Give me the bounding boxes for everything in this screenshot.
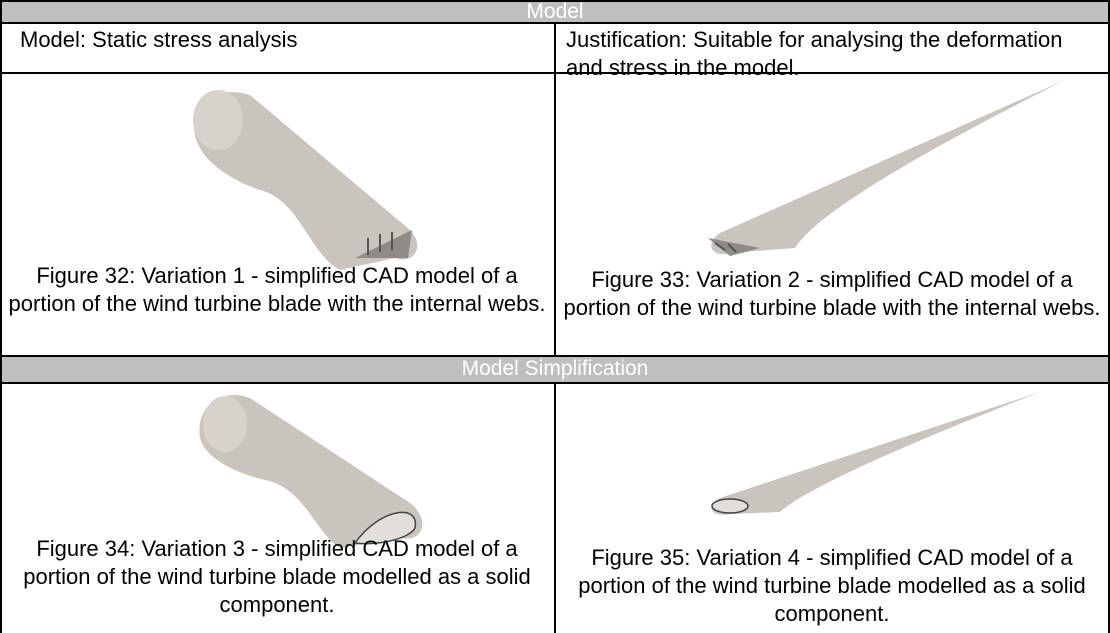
section-header-model: Model xyxy=(0,0,1110,23)
figure-35-caption: Figure 35: Variation 4 - simplified CAD … xyxy=(578,545,1086,626)
blade-variation-2-image xyxy=(708,80,1065,256)
figure-33-caption: Figure 33: Variation 2 - simplified CAD … xyxy=(563,267,1101,320)
column-divider xyxy=(554,22,556,357)
justification-text: Justification: Suitable for analysing th… xyxy=(566,27,1063,80)
blade-variation-4-image xyxy=(711,392,1040,515)
model-type-text: Model: Static stress analysis xyxy=(20,27,298,52)
table-border-right xyxy=(1108,0,1110,633)
blade-variation-3-image xyxy=(199,394,423,548)
table-border-left xyxy=(0,0,2,633)
divider xyxy=(0,0,1110,2)
blade-variation-1-image xyxy=(193,90,418,270)
section-header-model-simplification: Model Simplification xyxy=(0,357,1110,382)
figure-34-caption: Figure 34: Variation 3 - simplified CAD … xyxy=(23,536,531,617)
figure-32-caption: Figure 32: Variation 1 - simplified CAD … xyxy=(8,263,546,316)
divider xyxy=(0,355,1110,357)
column-divider xyxy=(554,382,556,633)
